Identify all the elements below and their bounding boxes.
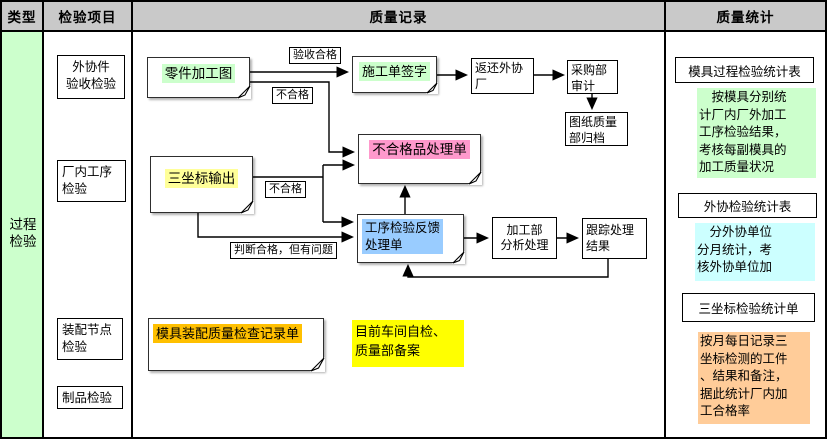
item-factory-process[interactable]: 厂内工序 检验 (57, 160, 126, 202)
header-quality-records: 质量记录 (133, 2, 666, 32)
folded-corner-icon (452, 251, 465, 264)
stat-outsourcing-desc: 分外协单位 分月统计，考 核外协单位加 (695, 223, 815, 281)
node-work-order-sign-label: 施工单签字 (358, 62, 430, 81)
node-process-feedback-form[interactable]: 工序检验反馈 处理单 (357, 214, 465, 264)
node-processing-analysis[interactable]: 加工部 分析处理 (492, 217, 557, 259)
folded-corner-icon (310, 357, 325, 372)
node-cmm-output-label: 三坐标输出 (164, 169, 239, 188)
item-outsourced-acceptance[interactable]: 外协件 验收检验 (57, 55, 125, 99)
inspection-items-column (44, 32, 133, 437)
header-type: 类型 (2, 2, 44, 32)
stat-outsourcing-table[interactable]: 外协检验统计表 (678, 193, 817, 218)
label-accepted: 验收合格 (289, 47, 341, 64)
type-label-process-inspection: 过程 检验 (9, 217, 37, 249)
header-quality-stats: 质量统计 (666, 2, 825, 32)
node-nonconforming-form[interactable]: 不合格品处理单 (358, 134, 482, 185)
label-rejected-1: 不合格 (272, 87, 313, 104)
stat-cmm-desc: 按月每日记录三 坐标检测的工件 、结果和备注， 据此统计厂内加 工合格率 (698, 332, 810, 424)
stat-mold-process-table[interactable]: 模具过程检验统计表 (675, 57, 814, 83)
node-tracking-result[interactable]: 跟踪处理 结果 (582, 218, 647, 259)
node-drawing-archive[interactable]: 图纸质量 部归档 (565, 112, 628, 146)
folded-corner-icon (240, 200, 254, 214)
node-process-feedback-form-label: 工序检验反馈 处理单 (362, 219, 444, 254)
node-part-drawing[interactable]: 零件加工图 (147, 57, 251, 99)
node-return-to-supplier[interactable]: 返还外协 厂 (471, 58, 534, 94)
folded-corner-icon (468, 171, 482, 185)
stat-mold-process-desc: 按模具分别统 计厂内厂外加工 工序检验结果， 考核每副模具的 加工质量状况 (697, 88, 816, 178)
node-cmm-output[interactable]: 三坐标输出 (150, 156, 254, 214)
note-self-check: 目前车间自检、 质量部备案 (352, 320, 464, 367)
folded-corner-icon (426, 82, 438, 94)
node-purchasing-audit[interactable]: 采购部 审计 (567, 60, 618, 94)
node-nonconforming-form-label: 不合格品处理单 (369, 140, 470, 159)
label-rejected-2: 不合格 (265, 181, 306, 198)
node-assembly-record-form[interactable]: 模具装配质量检查记录单 (148, 318, 325, 372)
type-column (2, 32, 44, 437)
item-assembly-node[interactable]: 装配节点 检验 (57, 318, 123, 360)
node-assembly-record-form-label: 模具装配质量检查记录单 (153, 324, 303, 343)
node-work-order-sign[interactable]: 施工单签字 (352, 56, 438, 94)
header-inspection-items: 检验项目 (44, 2, 133, 32)
quality-records-column (133, 32, 666, 437)
label-qualified-with-issue: 判断合格，但有问题 (230, 242, 337, 259)
stat-cmm-table[interactable]: 三坐标检验统计单 (682, 293, 815, 322)
item-finished-product[interactable]: 制品检验 (57, 386, 123, 409)
node-part-drawing-label: 零件加工图 (161, 64, 236, 83)
folded-corner-icon (237, 85, 251, 99)
